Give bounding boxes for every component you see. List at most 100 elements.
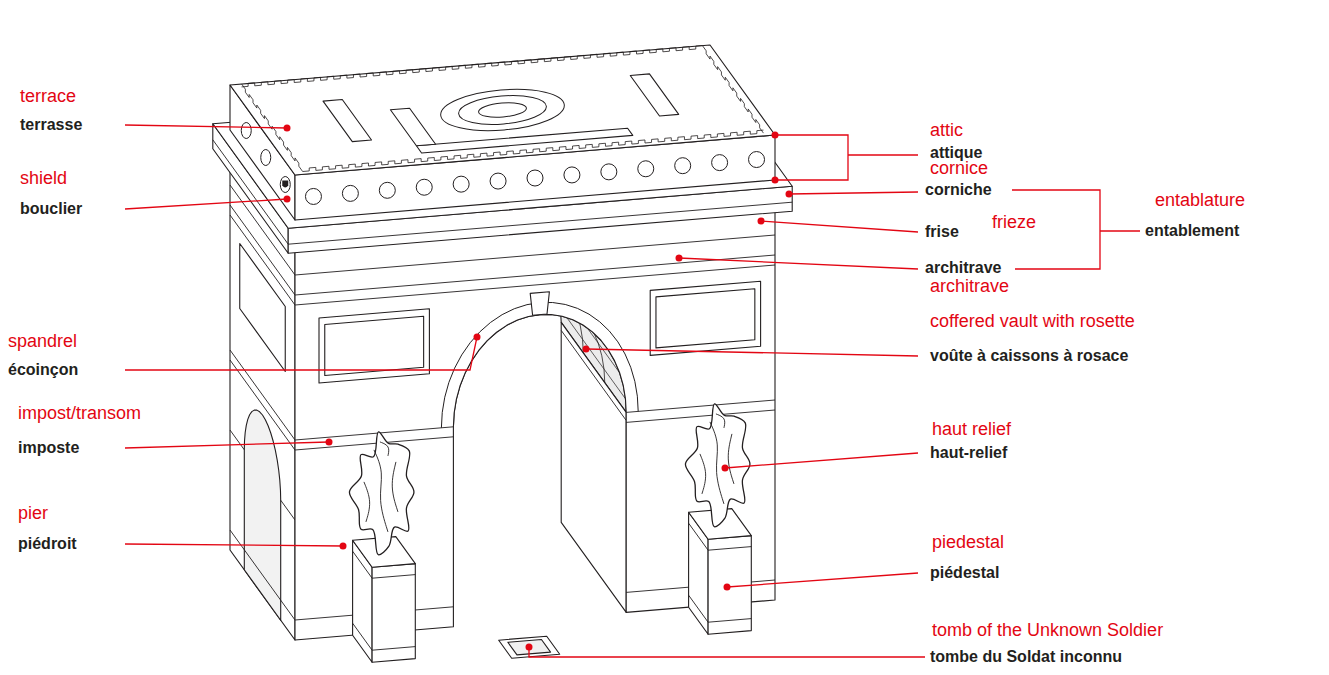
sculpture-detail bbox=[364, 482, 370, 522]
bracket bbox=[775, 135, 848, 180]
terrace-bar bbox=[416, 128, 632, 153]
parapet bbox=[242, 46, 703, 87]
pedestal-front bbox=[372, 564, 415, 663]
english-part-label: frieze bbox=[992, 212, 1036, 233]
leader-dots bbox=[284, 125, 793, 651]
french-part-label: écoinçon bbox=[8, 361, 78, 379]
attic-roundel bbox=[261, 150, 271, 166]
pedestal-molding bbox=[708, 619, 751, 623]
english-part-label: attic bbox=[930, 120, 963, 141]
shield-symbol bbox=[282, 181, 288, 188]
attic-roundel bbox=[712, 155, 728, 171]
leader-line bbox=[727, 573, 918, 587]
french-part-label: terrasse bbox=[20, 116, 82, 134]
leader-line bbox=[586, 349, 918, 356]
french-part-label: piédroit bbox=[18, 535, 77, 553]
impost-band bbox=[281, 500, 295, 520]
leader-dot bbox=[676, 255, 683, 262]
leader-line bbox=[125, 337, 477, 370]
sculpture-detail bbox=[700, 454, 706, 494]
architrave-line bbox=[295, 265, 775, 305]
leader-line bbox=[1100, 230, 1140, 231]
impost-band bbox=[295, 437, 453, 450]
leader-line bbox=[125, 442, 329, 448]
leader-dot bbox=[724, 584, 731, 591]
leader-line bbox=[125, 544, 343, 546]
arch-drawing bbox=[213, 45, 792, 662]
side-arch bbox=[244, 410, 280, 620]
attic-roundel bbox=[601, 164, 617, 180]
plinth-line bbox=[230, 530, 295, 620]
sculpture-detail bbox=[728, 434, 734, 484]
high-relief-sculpture bbox=[685, 404, 750, 527]
terrace-ring bbox=[478, 101, 527, 119]
impost-band bbox=[626, 410, 775, 422]
leader-line bbox=[125, 199, 287, 209]
attic-roundel bbox=[379, 182, 395, 198]
front-panel bbox=[319, 309, 429, 383]
high-relief-sculpture bbox=[349, 432, 414, 555]
impost-band bbox=[230, 360, 295, 450]
pedestal-molding bbox=[372, 575, 415, 579]
pedestal-front bbox=[708, 536, 751, 635]
sculpture-detail bbox=[710, 422, 724, 504]
leader-dot bbox=[786, 191, 793, 198]
pedestal-molding bbox=[708, 547, 751, 551]
leader-line bbox=[789, 192, 918, 194]
english-part-label: haut relief bbox=[932, 419, 1011, 440]
sculpture-detail bbox=[392, 462, 398, 512]
terrace-bar bbox=[390, 108, 435, 146]
french-part-label: frise bbox=[925, 223, 959, 241]
attic-roundel bbox=[305, 188, 321, 204]
english-part-label: terrace bbox=[20, 86, 76, 107]
leader-line bbox=[725, 453, 918, 468]
terrace-ring bbox=[439, 85, 566, 135]
sculpture-detail bbox=[716, 414, 725, 428]
english-part-label: piedestal bbox=[932, 532, 1004, 553]
front-panel-inset bbox=[325, 316, 424, 375]
attic-roundel bbox=[749, 152, 765, 168]
terrace-slab bbox=[323, 100, 371, 142]
architrave-line bbox=[295, 255, 775, 295]
leader-dot bbox=[284, 196, 291, 203]
attic-roundel bbox=[241, 123, 251, 139]
impost-band bbox=[295, 427, 453, 440]
attic-roundel bbox=[675, 158, 691, 174]
english-part-label: entablature bbox=[1155, 190, 1245, 211]
english-part-label: spandrel bbox=[8, 331, 77, 352]
english-part-label: tomb of the Unknown Soldier bbox=[932, 620, 1163, 641]
english-part-label: shield bbox=[20, 168, 67, 189]
terrace-top bbox=[230, 45, 775, 175]
sculpture-detail bbox=[374, 450, 388, 532]
shield-roundel bbox=[280, 177, 290, 193]
pedestal-molding bbox=[689, 523, 709, 550]
attic-roundel bbox=[490, 173, 506, 189]
leader-dot bbox=[284, 125, 291, 132]
leader-dot bbox=[758, 218, 765, 225]
impost-band bbox=[230, 430, 244, 450]
french-part-label: corniche bbox=[925, 181, 992, 199]
english-part-label: coffered vault with rosette bbox=[930, 311, 1135, 332]
leader-lines bbox=[125, 125, 1140, 657]
french-part-label: tombe du Soldat inconnu bbox=[930, 648, 1122, 666]
terrace-ring bbox=[457, 92, 547, 127]
leader-line bbox=[679, 258, 918, 269]
french-part-label: architrave bbox=[925, 259, 1002, 277]
english-part-label: pier bbox=[18, 503, 48, 524]
impost-band bbox=[626, 400, 775, 412]
french-part-label: entablement bbox=[1145, 222, 1239, 240]
front-panel-inset bbox=[656, 289, 755, 348]
english-part-label: architrave bbox=[930, 276, 1009, 297]
attic-roundel bbox=[527, 170, 543, 186]
leader-dot bbox=[722, 465, 729, 472]
sculpture-detail bbox=[380, 442, 389, 456]
leader-dot bbox=[772, 132, 779, 139]
french-part-label: voûte à caissons à rosace bbox=[930, 347, 1128, 365]
attic-roundel bbox=[564, 167, 580, 183]
pedestal-molding bbox=[353, 623, 373, 650]
english-part-label: impost/transom bbox=[18, 403, 141, 424]
leader-line bbox=[761, 221, 918, 232]
attic-roundel bbox=[416, 179, 432, 195]
